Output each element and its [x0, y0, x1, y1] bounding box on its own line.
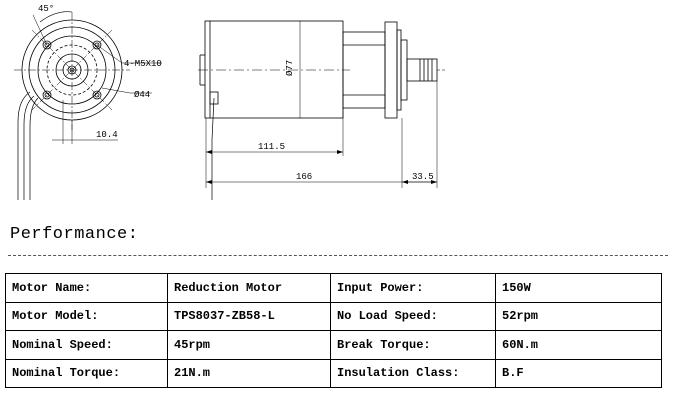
nominal-torque-label: Nominal Torque: [5, 358, 168, 388]
motor-technical-drawing: 45° 4-M5X10 Ø44 10.4 Ø77 111.5 166 33.5 [14, 4, 445, 200]
table-row: Motor Model: TPS8037-ZB58-L No Load Spee… [5, 301, 662, 331]
table-row: Motor Name: Reduction Motor Input Power:… [5, 273, 662, 303]
table-row: Nominal Speed: 45rpm Break Torque: 60N.m [5, 330, 662, 360]
body-diameter-label: Ø77 [285, 60, 295, 76]
insulation-class-value: B.F [495, 358, 662, 388]
nominal-speed-value: 45rpm [167, 330, 331, 360]
total-length-label: 166 [296, 172, 312, 182]
side-view [198, 20, 445, 200]
insulation-class-label: Insulation Class: [330, 358, 496, 388]
motor-name-value: Reduction Motor [167, 273, 331, 303]
body-length-label: 111.5 [258, 142, 285, 152]
section-divider [8, 255, 668, 256]
shaft-length-label: 33.5 [412, 172, 434, 182]
front-view [14, 11, 162, 200]
holes-label: 4-M5X10 [124, 59, 162, 69]
input-power-value: 150W [495, 273, 662, 303]
input-power-label: Input Power: [330, 273, 496, 303]
table-row: Nominal Torque: 21N.m Insulation Class: … [5, 358, 662, 388]
front-offset-label: 10.4 [96, 130, 118, 140]
nominal-speed-label: Nominal Speed: [5, 330, 168, 360]
motor-model-label: Motor Model: [5, 301, 168, 331]
no-load-speed-label: No Load Speed: [330, 301, 496, 331]
bolt-circle-label: Ø44 [134, 90, 150, 100]
break-torque-value: 60N.m [495, 330, 662, 360]
no-load-speed-value: 52rpm [495, 301, 662, 331]
performance-table: Motor Name: Reduction Motor Input Power:… [5, 273, 662, 388]
break-torque-label: Break Torque: [330, 330, 496, 360]
nominal-torque-value: 21N.m [167, 358, 331, 388]
motor-name-label: Motor Name: [5, 273, 168, 303]
motor-model-value: TPS8037-ZB58-L [167, 301, 331, 331]
angle-label: 45° [38, 4, 54, 14]
performance-heading: Performance: [10, 225, 139, 244]
